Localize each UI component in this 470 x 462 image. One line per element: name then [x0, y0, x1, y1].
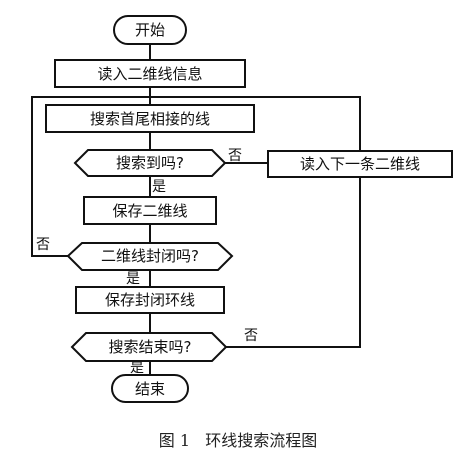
connector-closed-loop — [31, 96, 150, 257]
edge-label-end-no: 否 — [244, 328, 258, 344]
start-label: 开始 — [135, 21, 165, 39]
found-decision — [73, 149, 227, 177]
found-decision-label: 搜索到吗? — [116, 154, 184, 172]
search-lines-box — [45, 104, 255, 133]
closed-decision — [66, 242, 234, 271]
edge-label-closed-no: 否 — [36, 237, 50, 253]
read-info-label: 读入二维线信息 — [97, 65, 202, 83]
end-terminator — [111, 374, 189, 403]
read-next-label: 读入下一条二维线 — [300, 155, 420, 173]
start-terminator — [113, 15, 187, 45]
save-closed-label: 保存封闭环线 — [105, 291, 195, 309]
read-next-box — [267, 150, 453, 178]
edge-label-closed-yes: 是 — [126, 271, 140, 287]
edge-label-found-no: 否 — [228, 148, 242, 164]
connector-readnext-loop — [150, 96, 361, 151]
end-decision — [70, 332, 228, 362]
search-lines-label: 搜索首尾相接的线 — [90, 110, 210, 128]
connector-endq-loop — [226, 177, 361, 348]
edge-label-end-yes: 是 — [130, 360, 144, 376]
end-label: 结束 — [135, 380, 165, 398]
save-closed-box — [75, 286, 225, 314]
edge-label-found-yes: 是 — [152, 179, 166, 195]
read-info-box — [54, 59, 246, 88]
closed-decision-label: 二维线封闭吗? — [101, 247, 199, 265]
end-decision-label: 搜索结束吗? — [109, 338, 192, 356]
save-line-label: 保存二维线 — [112, 202, 187, 220]
figure-caption: 图 1 环线搜索流程图 — [159, 431, 318, 450]
save-line-box — [83, 196, 217, 225]
